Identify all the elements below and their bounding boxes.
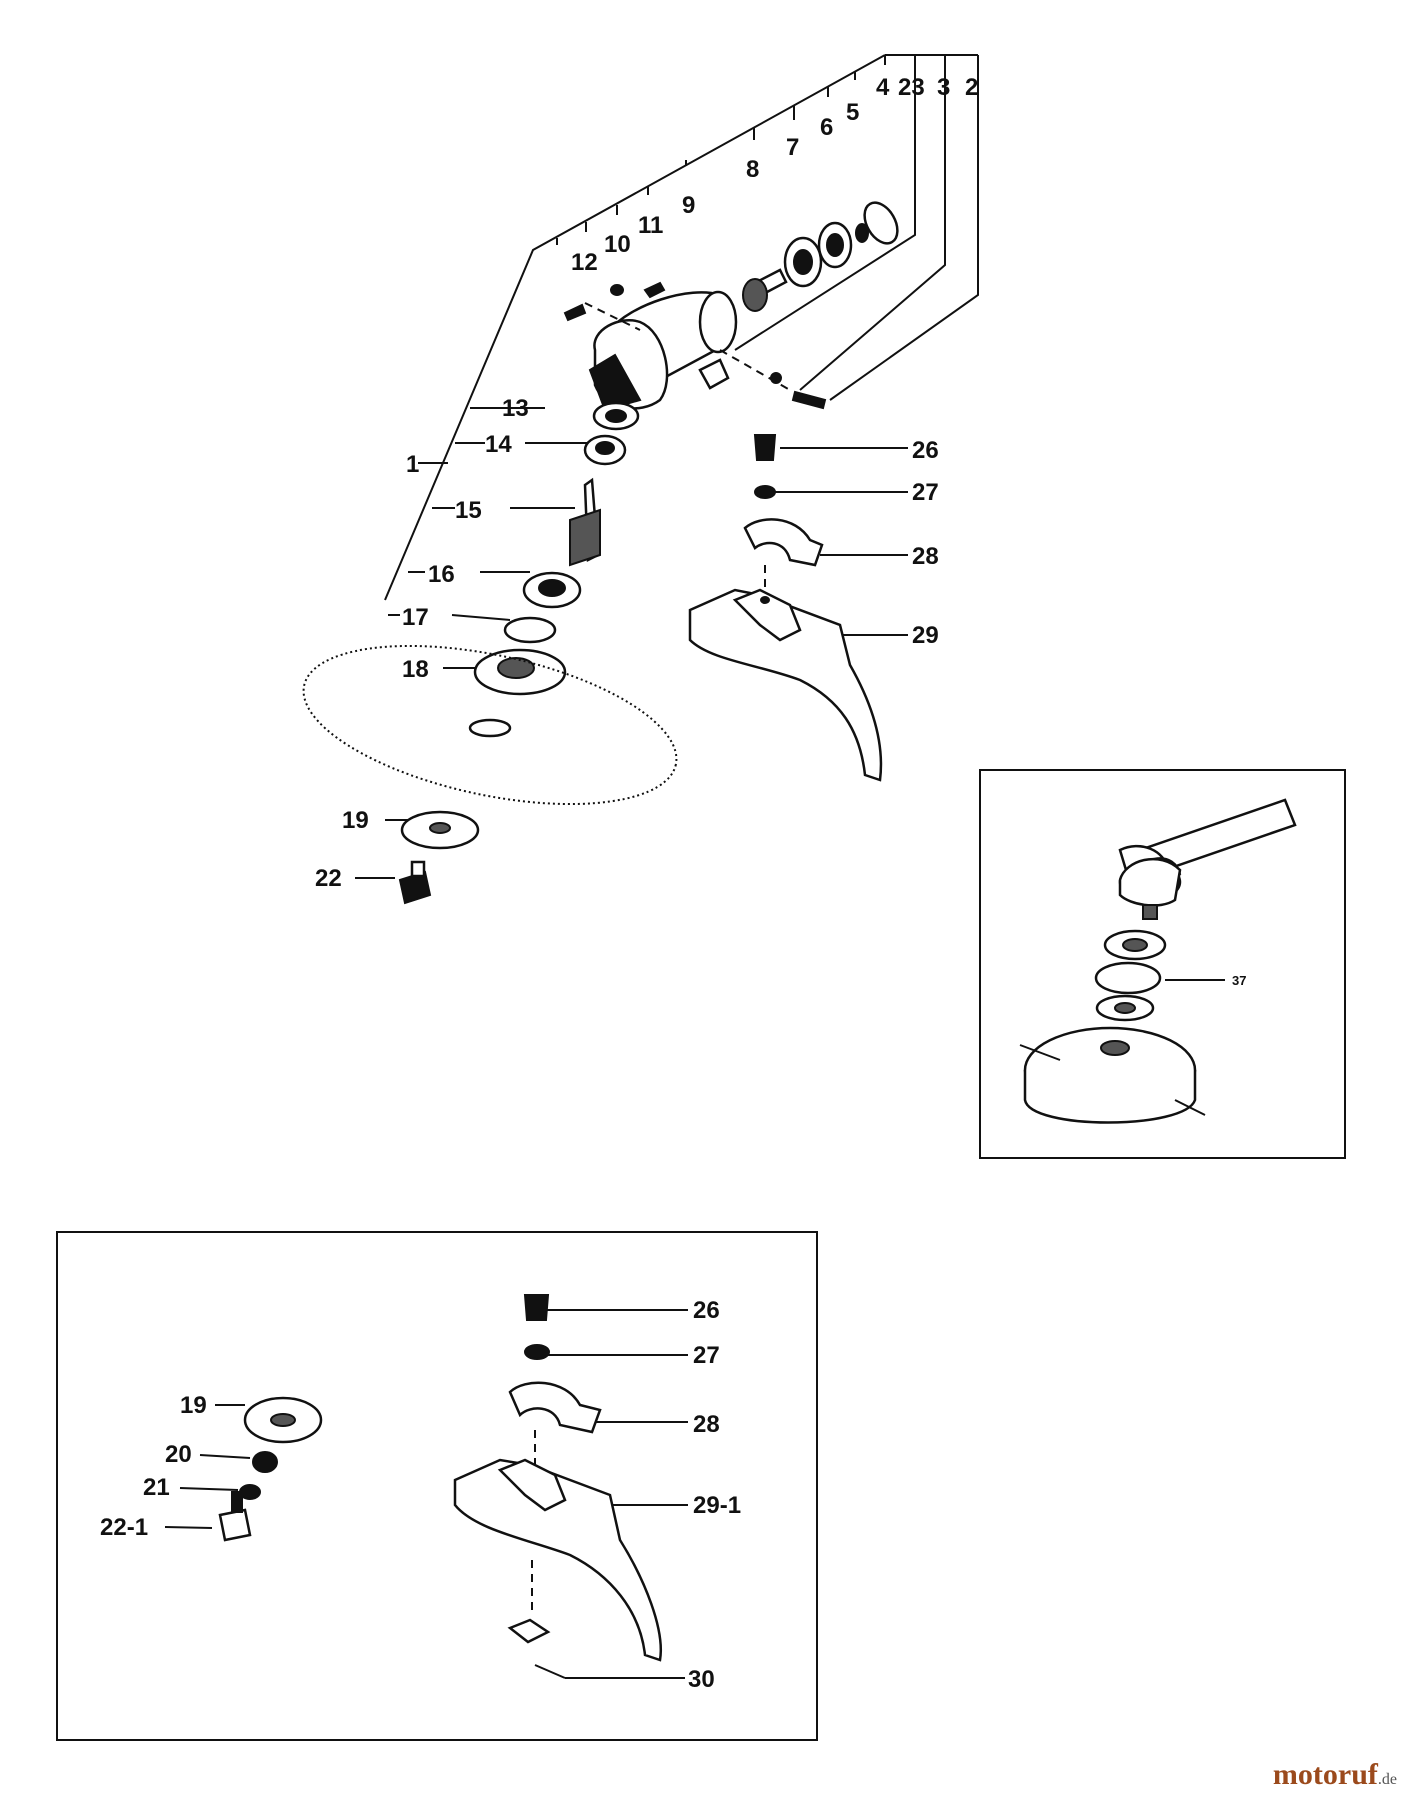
label-16: 16 bbox=[428, 561, 455, 588]
guard-29 bbox=[688, 588, 883, 782]
label-19: 19 bbox=[342, 807, 369, 834]
label-1: 1 bbox=[406, 451, 419, 478]
alt-bolt-26 bbox=[523, 1294, 550, 1321]
watermark-tld: .de bbox=[1377, 1771, 1397, 1788]
ring-17 bbox=[503, 616, 557, 644]
alt-label-26: 26 bbox=[693, 1297, 720, 1324]
label-4: 4 bbox=[876, 74, 890, 101]
alt-label-20: 20 bbox=[165, 1441, 192, 1468]
alt-label-28: 28 bbox=[693, 1411, 720, 1438]
label-2: 2 bbox=[965, 74, 978, 101]
main-leaders bbox=[355, 65, 979, 879]
bolt-26 bbox=[753, 434, 777, 461]
watermark-name: motoruf bbox=[1272, 1758, 1378, 1791]
clamp-28 bbox=[743, 518, 824, 567]
alt-nut-30 bbox=[507, 1618, 551, 1644]
label-9: 9 bbox=[682, 192, 695, 219]
label-7: 7 bbox=[786, 134, 799, 161]
label-15: 15 bbox=[455, 497, 482, 524]
circlip-4 bbox=[863, 201, 899, 245]
label-17: 17 bbox=[402, 604, 429, 631]
watermark-logo: motoruf.de bbox=[1273, 1758, 1397, 1792]
label-22: 22 bbox=[315, 865, 342, 892]
label-29: 29 bbox=[912, 622, 939, 649]
label-5: 5 bbox=[846, 99, 859, 126]
alt-washer-20 bbox=[252, 1451, 278, 1473]
label-28: 28 bbox=[912, 543, 939, 570]
label-26: 26 bbox=[912, 437, 939, 464]
alt-label-19: 19 bbox=[180, 1392, 207, 1419]
alt-clamp-28 bbox=[508, 1381, 602, 1434]
gearbox-assembly bbox=[302, 201, 899, 905]
label-18: 18 bbox=[402, 656, 429, 683]
alt-label-27: 27 bbox=[693, 1342, 720, 1369]
alt-label-22-1: 22-1 bbox=[100, 1514, 148, 1541]
alt-label-30: 30 bbox=[688, 1666, 715, 1693]
washer-10 bbox=[610, 284, 624, 296]
bolt-12 bbox=[563, 303, 587, 322]
alt-guard-29-1 bbox=[453, 1458, 662, 1662]
label-3: 3 bbox=[937, 74, 950, 101]
bolt-2 bbox=[791, 390, 827, 410]
label-12: 12 bbox=[571, 249, 598, 276]
alt-washer-27 bbox=[524, 1344, 550, 1360]
bolt-11 bbox=[643, 281, 666, 299]
guard-assembly bbox=[688, 434, 883, 782]
alt-label-29-1: 29-1 bbox=[693, 1492, 741, 1519]
washer-27 bbox=[754, 485, 776, 499]
blade bbox=[302, 644, 678, 806]
label-37: 37 bbox=[1232, 973, 1246, 988]
alternative-set-box: 19 20 21 22-1 26 27 28 29-1 30 bbox=[56, 1231, 818, 1741]
label-27: 27 bbox=[912, 479, 939, 506]
label-8: 8 bbox=[746, 156, 759, 183]
label-14: 14 bbox=[485, 431, 512, 458]
gear-8 bbox=[742, 278, 768, 312]
alt-bolt-22-1 bbox=[218, 1508, 252, 1542]
inset-trimmer-head: 37 bbox=[979, 769, 1346, 1159]
alt-label-21: 21 bbox=[143, 1474, 170, 1501]
label-6: 6 bbox=[820, 114, 833, 141]
washer-5 bbox=[855, 223, 869, 243]
label-23: 23 bbox=[898, 74, 925, 101]
label-11: 11 bbox=[638, 212, 663, 239]
label-10: 10 bbox=[604, 231, 631, 258]
leader-bracket bbox=[384, 54, 979, 616]
